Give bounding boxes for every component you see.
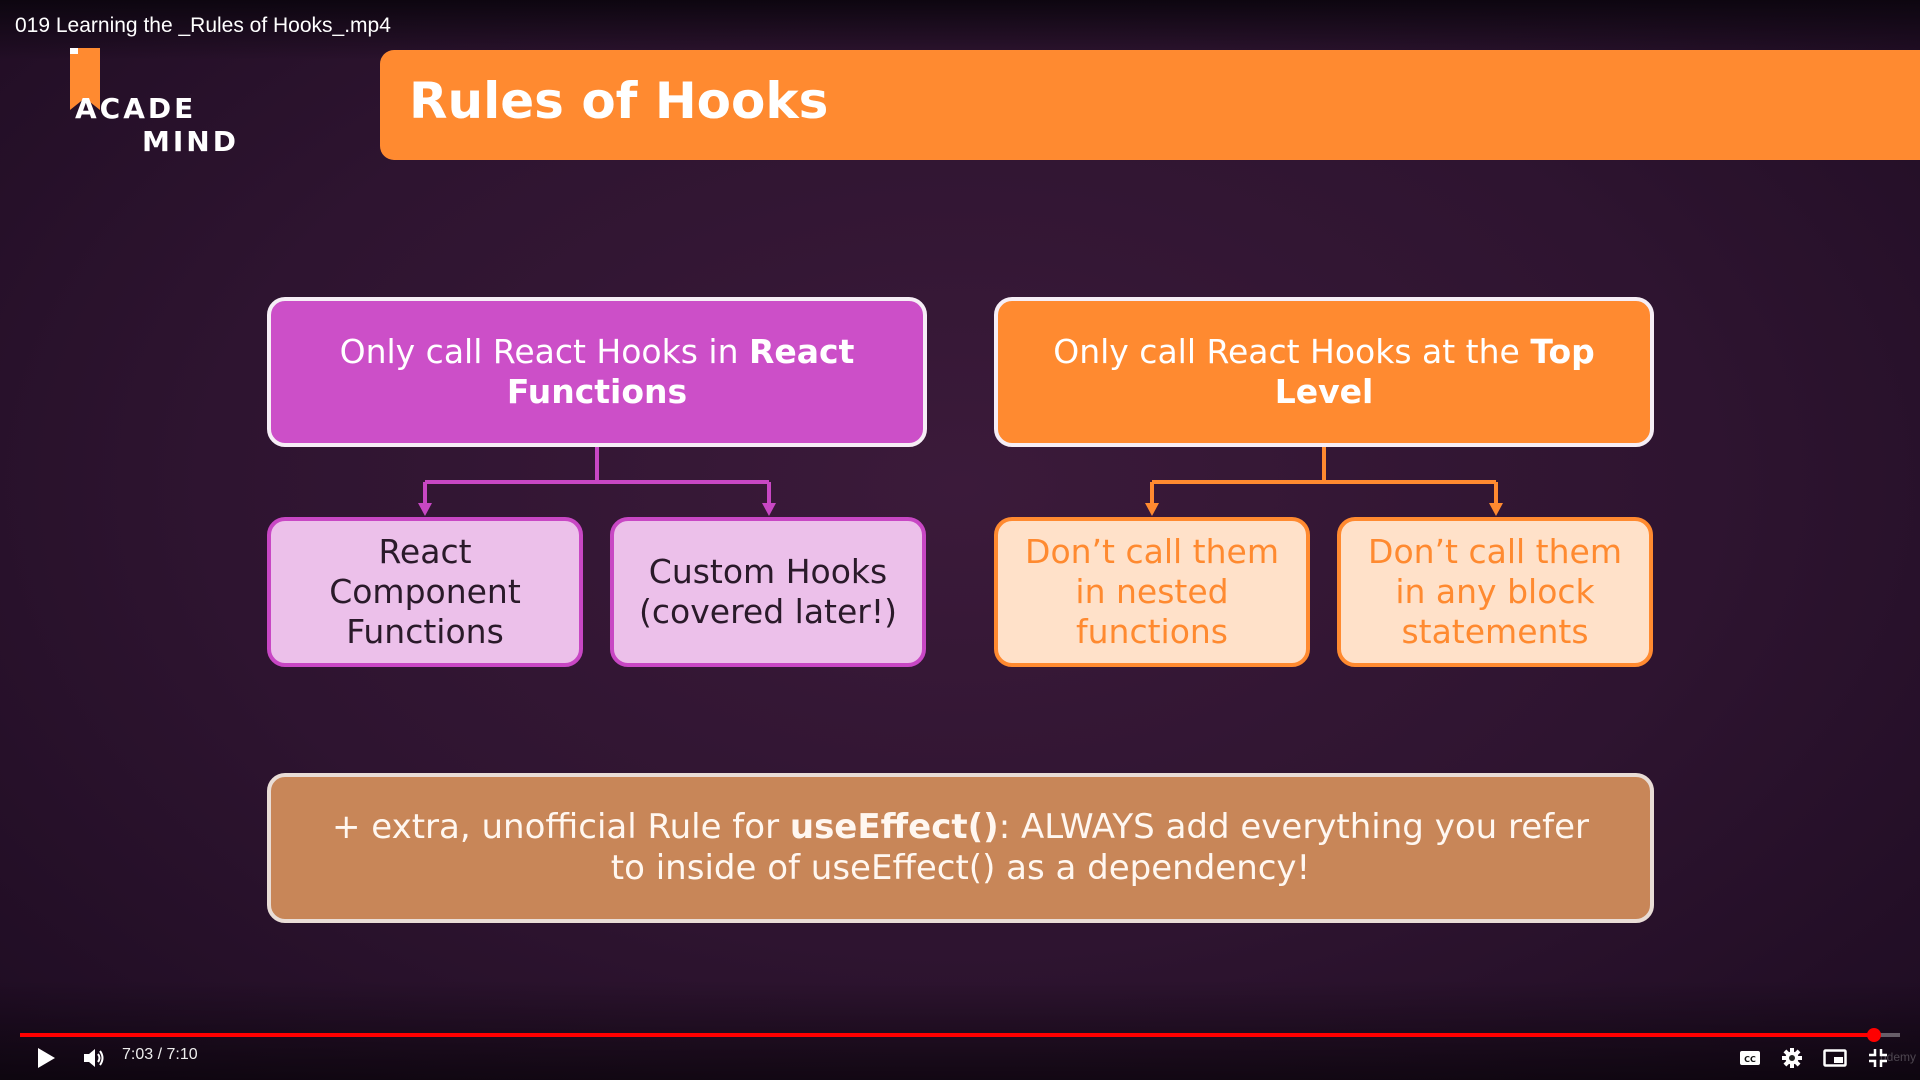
settings-button[interactable]	[1772, 1038, 1812, 1078]
extra-text-before: + extra, unofficial Rule for	[331, 806, 790, 847]
sub-box-label: Custom Hooks (covered later!)	[639, 551, 897, 631]
exit-fullscreen-button[interactable]	[1858, 1038, 1898, 1078]
rule-react-functions-box: Only call React Hooks in React Functions	[267, 297, 927, 447]
academind-logo: ACADE MIND	[55, 48, 255, 158]
rule2-bold-text: Top Level	[1274, 331, 1595, 411]
sub-box-label: Don’t call them in any block statements	[1368, 531, 1622, 652]
volume-icon	[84, 1049, 104, 1067]
logo-text-line2: MIND	[142, 125, 239, 158]
player-controls-shade	[0, 980, 1920, 1080]
time-display: 7:03 / 7:10	[122, 1046, 198, 1063]
rule1-bold-text: React Functions	[506, 331, 855, 411]
logo-text-line1: ACADE	[75, 92, 197, 125]
rule-top-level-box: Only call React Hooks at the Top Level	[994, 297, 1654, 447]
arrow-down-icon	[418, 503, 432, 516]
block-statements-box: Don’t call them in any block statements	[1337, 517, 1653, 667]
extra-text-bold: useEffect()	[789, 806, 999, 847]
settings-icon	[1782, 1048, 1802, 1068]
progress-scrubber-handle[interactable]	[1866, 1028, 1881, 1042]
extra-text-after: : ALWAYS add everything you refer to ins…	[610, 806, 1589, 888]
rule1-text: Only call React Hooks in	[339, 331, 749, 371]
arrow-down-icon	[1489, 503, 1503, 516]
captions-icon: CC	[1740, 1051, 1760, 1065]
custom-hooks-box: Custom Hooks (covered later!)	[610, 517, 926, 667]
react-component-functions-box: React Component Functions	[267, 517, 583, 667]
video-file-title: 019 Learning the _Rules of Hooks_.mp4	[15, 14, 391, 37]
arrow-down-icon	[1145, 503, 1159, 516]
sub-box-label: React Component Functions	[329, 531, 521, 652]
progress-bar[interactable]	[20, 1028, 1900, 1042]
volume-button[interactable]	[74, 1038, 114, 1078]
arrow-down-icon	[762, 503, 776, 516]
miniplayer-icon	[1823, 1049, 1847, 1067]
orange-connector	[1150, 447, 1498, 505]
progress-bar-played	[20, 1033, 1874, 1037]
exit-fullscreen-icon	[1869, 1049, 1887, 1067]
slide-header-banner	[380, 50, 1920, 160]
play-button[interactable]	[26, 1038, 66, 1078]
rule2-text: Only call React Hooks at the	[1053, 331, 1531, 371]
sub-box-label: Don’t call them in nested functions	[1025, 531, 1279, 652]
nested-functions-box: Don’t call them in nested functions	[994, 517, 1310, 667]
purple-connector	[423, 447, 771, 505]
logo-flag-icon	[70, 48, 100, 110]
play-icon	[38, 1048, 55, 1068]
slide-title: Rules of Hooks	[409, 72, 829, 130]
extra-useeffect-rule-box: + extra, unofficial Rule for useEffect()…	[267, 773, 1654, 923]
captions-button[interactable]: CC	[1730, 1038, 1770, 1078]
svg-text:CC: CC	[1744, 1055, 1756, 1064]
udemy-watermark: udemy	[1880, 1050, 1917, 1064]
miniplayer-button[interactable]	[1815, 1038, 1855, 1078]
